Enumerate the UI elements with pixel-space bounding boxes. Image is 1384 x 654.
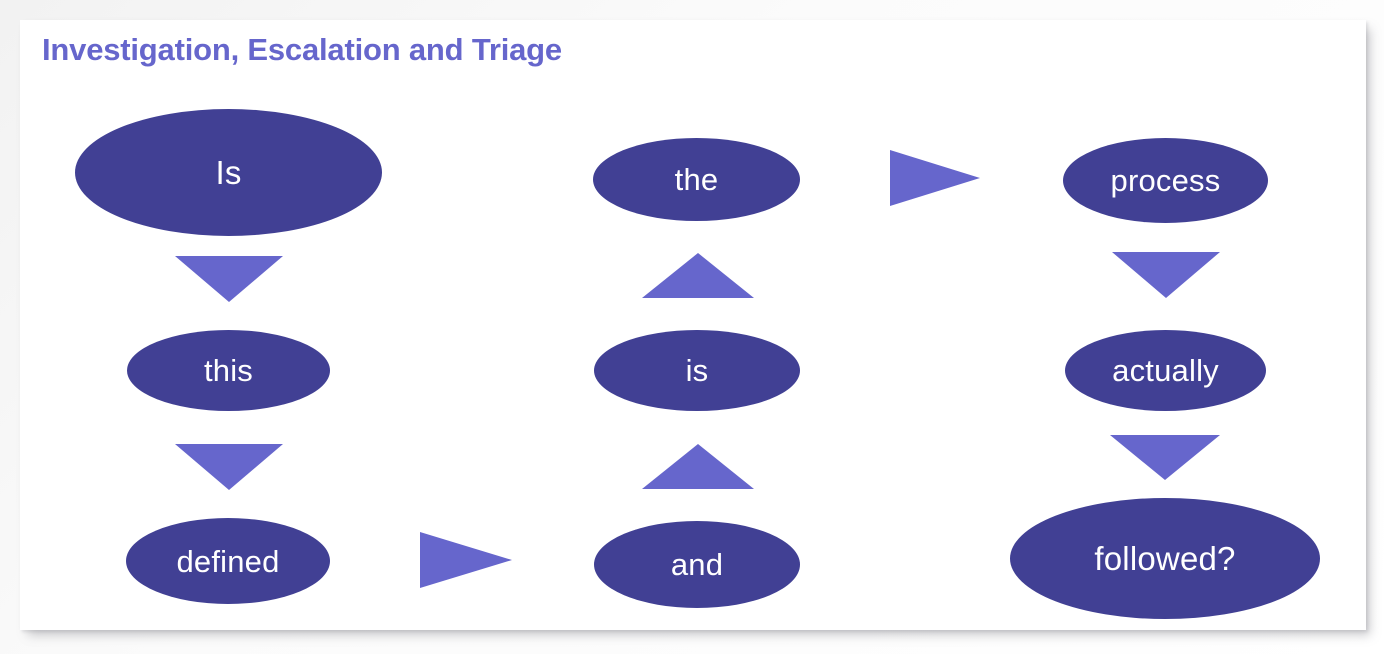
node-defined[interactable]: defined xyxy=(126,518,330,604)
node-label: actually xyxy=(1112,353,1219,388)
node-this[interactable]: this xyxy=(127,330,330,411)
flow-diagram: Is this defined the is and process actually foll… xyxy=(20,20,1366,630)
node-label: this xyxy=(203,353,254,388)
node-process[interactable]: process xyxy=(1063,138,1268,223)
node-label: defined xyxy=(176,543,280,579)
page-title: Investigation, Escalation and Triage xyxy=(42,32,562,67)
node-the[interactable]: the xyxy=(593,138,800,221)
connector-arrow-right-icon xyxy=(890,150,980,206)
connector-arrow-down-icon xyxy=(175,256,283,302)
node-label: the xyxy=(674,162,719,197)
node-is2[interactable]: is xyxy=(594,330,800,411)
node-and[interactable]: and xyxy=(594,521,800,608)
node-label: process xyxy=(1110,163,1221,198)
node-label: followed? xyxy=(1094,540,1236,577)
node-label: is xyxy=(685,353,709,388)
connector-arrow-down-icon xyxy=(175,444,283,490)
node-is[interactable]: Is xyxy=(75,109,382,236)
connector-arrow-up-icon xyxy=(642,444,754,489)
node-label: Is xyxy=(215,154,242,191)
slide-card: Investigation, Escalation and Triage Is t… xyxy=(20,20,1366,630)
connector-arrow-right-icon xyxy=(420,532,512,588)
connector-arrow-down-icon xyxy=(1112,252,1220,298)
node-label: and xyxy=(670,547,724,582)
connector-arrow-down-icon xyxy=(1110,435,1220,480)
node-actually[interactable]: actually xyxy=(1065,330,1266,411)
connector-arrow-up-icon xyxy=(642,253,754,298)
node-followed[interactable]: followed? xyxy=(1010,498,1320,619)
